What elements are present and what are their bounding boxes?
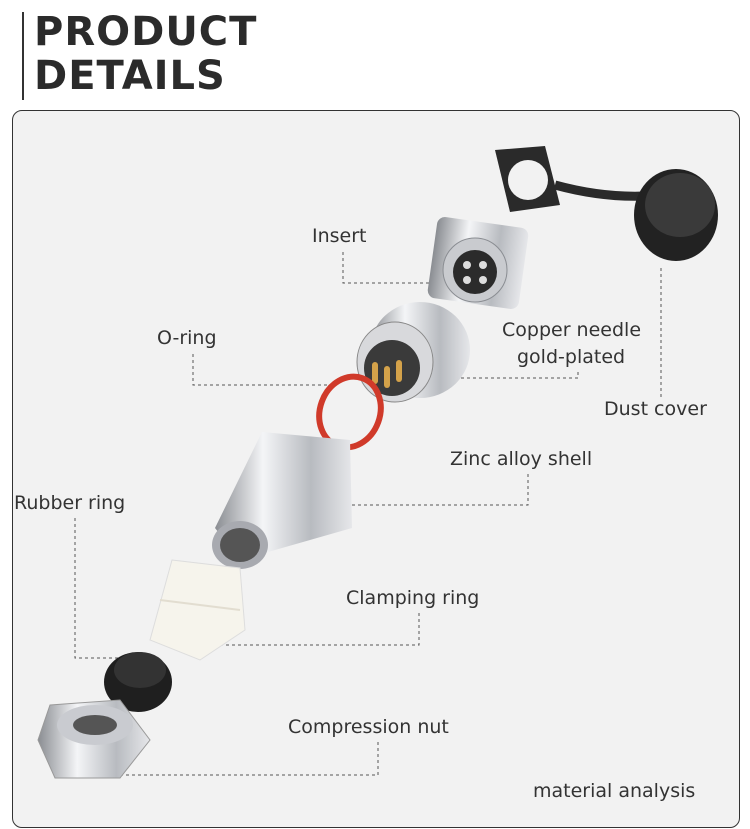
dust-cover-part — [495, 146, 718, 261]
label-rubber-ring: Rubber ring — [14, 492, 126, 514]
leader-compression-nut — [115, 742, 379, 776]
title-accent-bar — [22, 12, 24, 100]
footer-caption: material analysis — [533, 780, 696, 802]
leader-clamping-ring — [200, 613, 420, 646]
label-zinc-alloy-shell: Zinc alloy shell — [450, 448, 593, 470]
insert-part — [427, 217, 529, 309]
title-line-2: DETAILS — [34, 53, 226, 99]
label-insert: Insert — [312, 225, 367, 247]
label-clamping-ring: Clamping ring — [346, 587, 480, 609]
leader-zinc-shell — [310, 474, 529, 506]
rubber-ring-part — [104, 652, 172, 712]
label-dust-cover: Dust cover — [604, 398, 707, 420]
compression-nut-part — [37, 699, 151, 779]
title-line-1: PRODUCT — [34, 9, 258, 55]
clamping-ring-part — [149, 559, 246, 661]
page-title: PRODUCT DETAILS — [34, 10, 257, 98]
zinc-alloy-shell-part — [212, 432, 352, 569]
leader-o-ring — [192, 354, 330, 386]
copper-needle-part — [356, 302, 470, 403]
label-compression-nut: Compression nut — [288, 716, 449, 738]
label-copper-needle-1: Copper needle — [502, 319, 642, 341]
label-copper-needle-2: gold-plated — [517, 346, 626, 368]
leader-rubber-ring — [74, 518, 118, 659]
label-o-ring: O-ring — [157, 327, 217, 349]
leader-insert — [342, 252, 440, 284]
